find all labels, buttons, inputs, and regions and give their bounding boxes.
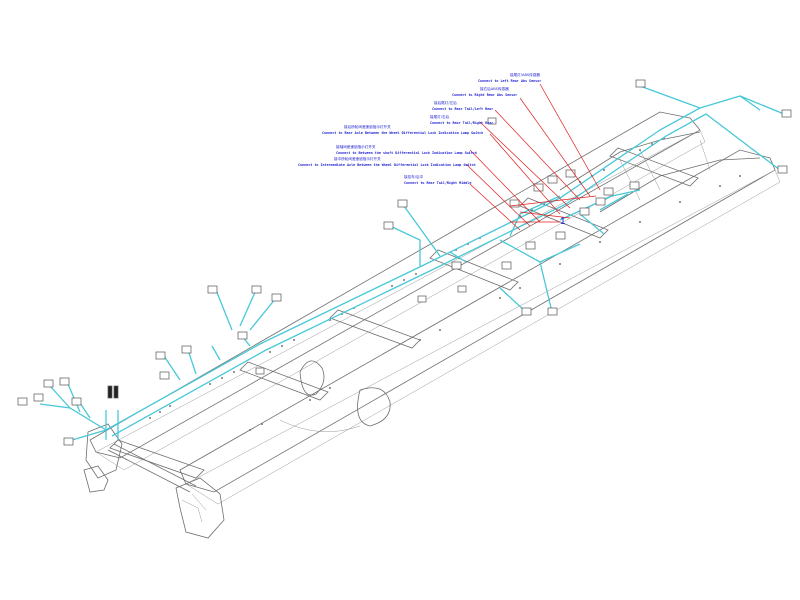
callout-cn: 接中桥轮间差速锁指示灯开关 <box>334 156 381 161</box>
callout-en: Connect to Rear Tail/Right Middle <box>404 181 471 185</box>
callout-en: Connect to Between the shaft Differentia… <box>336 151 477 155</box>
callout-rear-tail-middle: 接挂车/后中 Connect to Rear Tail/Right Middle <box>404 174 471 185</box>
callout-labels: 接尾灯/ABS传感器 Connect to Left Rear Abs Sens… <box>298 72 541 185</box>
callout-left-rear-abs: 接尾灯/ABS传感器 Connect to Left Rear Abs Sens… <box>478 72 541 83</box>
marker-label: 1 <box>560 217 566 227</box>
wiring-harness <box>39 85 785 441</box>
callout-en: Connect to Left Rear Abs Sensor <box>478 79 541 83</box>
callout-cn: 接挂车/后中 <box>404 174 424 179</box>
callout-en: Connect to Rear Axle Between the Wheel D… <box>322 131 483 135</box>
callout-cn: 接右后ABS传感器 <box>480 86 509 91</box>
connectors <box>17 79 792 446</box>
leader-lines <box>465 83 601 231</box>
chassis-frame <box>83 111 781 539</box>
callout-en: Connect to Rear Tail/Left Rear <box>432 107 493 111</box>
callout-cn: 接后桥轮间差速锁指示灯开关 <box>344 124 391 129</box>
callout-rear-tail-left: 接后尾灯/左后 Connect to Rear Tail/Left Rear <box>432 100 493 111</box>
callout-cn: 接后尾灯/左后 <box>434 100 457 105</box>
callout-rear-tail-right: 接尾灯/右后 Connect to Rear Tail/Right Rear <box>430 114 493 125</box>
callout-rear-axle-diff-lock: 接后桥轮间差速锁指示灯开关 Connect to Rear Axle Betwe… <box>322 124 483 135</box>
callout-en: Connect to Rear Tail/Right Rear <box>430 121 493 125</box>
callout-cn: 接尾灯/ABS传感器 <box>510 72 540 77</box>
callout-en: Connect to Intermediate Axle Between the… <box>298 163 476 167</box>
callout-en: Connect to Right Rear Abs Sensor <box>452 93 517 97</box>
callout-shaft-diff-lock: 接轴间差速锁指示灯开关 Connect to Between the shaft… <box>336 144 477 155</box>
callout-intermediate-axle-diff-lock: 接中桥轮间差速锁指示灯开关 Connect to Intermediate Ax… <box>298 156 476 167</box>
callout-cn: 接尾灯/右后 <box>430 114 450 119</box>
callout-cn: 接轴间差速锁指示灯开关 <box>336 144 376 149</box>
callout-right-rear-abs: 接右后ABS传感器 Connect to Right Rear Abs Sens… <box>452 86 517 97</box>
